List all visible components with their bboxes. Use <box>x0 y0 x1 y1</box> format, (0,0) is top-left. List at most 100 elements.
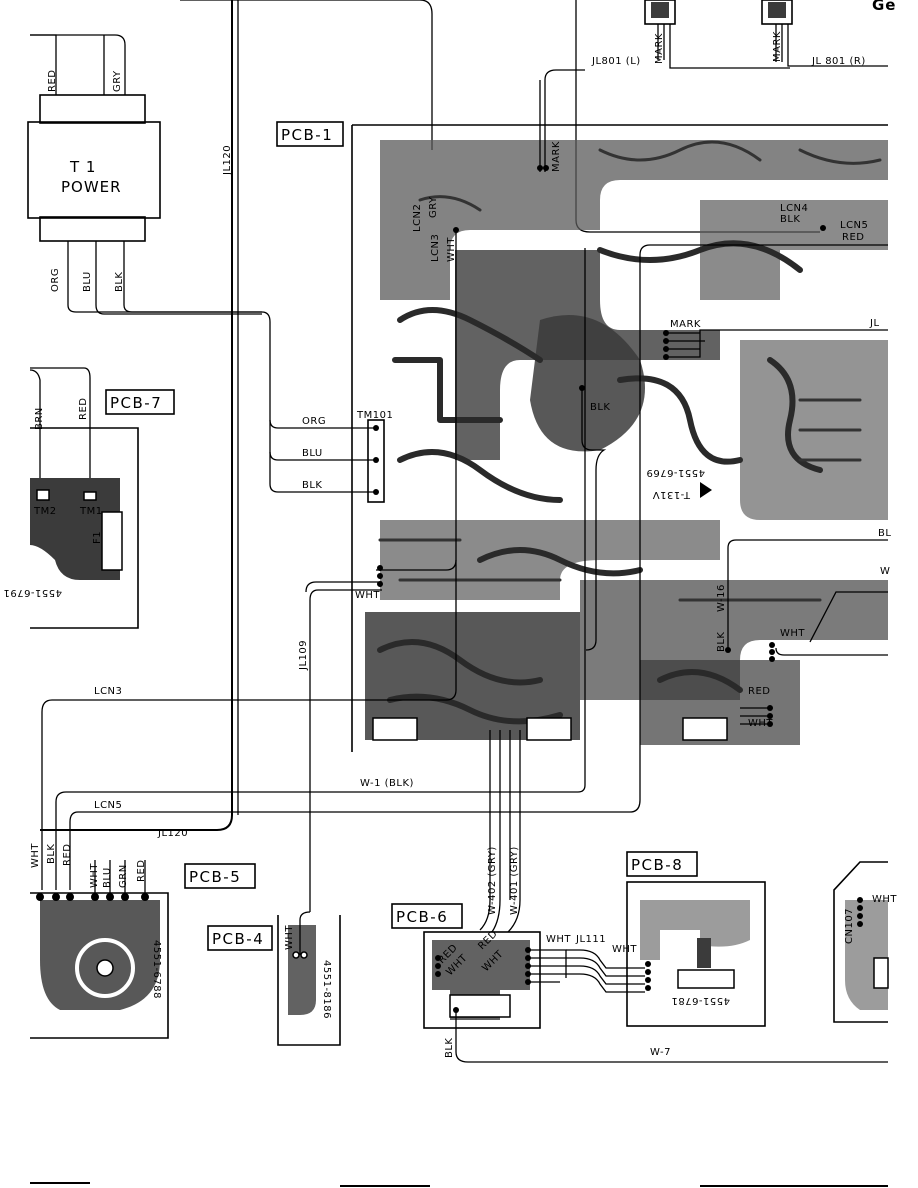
svg-text:JL109: JL109 <box>298 640 309 671</box>
lcn5-run: LCN5 JL120 <box>69 799 641 890</box>
transformer-role: POWER <box>61 178 122 196</box>
mark-connector-pins <box>663 329 888 360</box>
lcn5-label-board: LCN5 <box>840 220 868 231</box>
tm101-power-wires: ORG BLU BLK <box>269 416 375 493</box>
svg-text:BLK: BLK <box>590 402 611 413</box>
w402-label: W-402 (GRY) <box>487 846 498 915</box>
page-header-fragment: Ge <box>872 0 897 14</box>
lcn2-label: LCN2 <box>412 204 423 232</box>
jl120-wire: JL120 <box>40 0 239 831</box>
svg-text:BLK: BLK <box>444 1038 455 1059</box>
svg-text:WHT: WHT <box>284 925 295 950</box>
pcb7-lead-red: RED <box>78 398 89 420</box>
svg-text:W-7: W-7 <box>650 1047 671 1058</box>
pcb8-board: PCB-8 WHT 4551-6781 <box>612 851 766 1027</box>
tm101-label: TM101 <box>356 410 393 421</box>
pcb1-board-mark: T-131V <box>652 489 691 500</box>
svg-text:WHT: WHT <box>30 843 41 868</box>
svg-text:WHT: WHT <box>780 628 805 639</box>
primary-lead-red: RED <box>47 70 58 92</box>
w16-label: W-16 <box>716 584 727 612</box>
mark-feed-wire <box>575 0 820 233</box>
pcb5-title: PCB-5 <box>189 868 241 886</box>
pcb6-title: PCB-6 <box>396 908 448 926</box>
jl111-label: JL111 <box>575 934 606 945</box>
svg-text:WHT: WHT <box>446 237 457 262</box>
svg-text:BL: BL <box>878 528 891 539</box>
tm2-label: TM2 <box>33 506 57 517</box>
svg-text:RED: RED <box>62 844 73 866</box>
svg-text:BLU: BLU <box>102 867 113 888</box>
svg-text:BLK: BLK <box>716 632 727 653</box>
pcb1-board: PCB-1 4551-6769 T-131V TM101 <box>276 121 888 752</box>
jl801-right-connector: MARK JL 801 (R) <box>761 0 888 67</box>
svg-text:W-1 (BLK): W-1 (BLK) <box>360 778 414 789</box>
w401-label: W-401 (GRY) <box>509 846 520 915</box>
pcb7-board: PCB-7 BRN RED TM2 TM1 F1 4551-6791 <box>3 367 175 629</box>
pcb4-board-code: 4551-8186 <box>321 960 332 1019</box>
primary-lead-gry: GRY <box>112 70 123 92</box>
pcb7-lead-brn: BRN <box>34 407 45 430</box>
svg-text:WHT: WHT <box>612 944 637 955</box>
lcn4-label: LCN4 <box>780 203 808 214</box>
mark-harness-wire <box>539 69 585 172</box>
svg-text:LCN3: LCN3 <box>94 686 122 697</box>
svg-text:BLK: BLK <box>302 480 323 491</box>
jl-partial-label: JL <box>869 318 880 329</box>
svg-text:BLK: BLK <box>780 214 801 225</box>
svg-text:BLK: BLK <box>46 844 57 865</box>
pcb4-board: PCB-4 WHT 4551-8186 <box>207 911 341 1046</box>
jl111-wire <box>562 949 645 993</box>
svg-text:W: W <box>880 566 890 577</box>
jl109-wire: JL109 <box>298 581 382 912</box>
w1-blk-wire: W-1 (BLK) <box>55 778 586 890</box>
f1-label: F1 <box>92 531 103 544</box>
jl801-left-label: JL801 (L) <box>591 56 641 67</box>
pcb7-board-code: 4551-6791 <box>3 587 62 598</box>
jl801-left-connector: MARK JL801 (L) <box>591 0 790 69</box>
lcn3-wire: LCN3 <box>41 560 457 890</box>
svg-text:BLU: BLU <box>302 448 323 459</box>
svg-text:WHT: WHT <box>89 863 100 888</box>
lcn2-feed-wire <box>180 0 433 150</box>
jl120-bottom-label: JL120 <box>157 828 188 839</box>
blk-internal-wire <box>581 388 607 651</box>
w401-w402-wires: W-402 (GRY) W-401 (GRY) <box>479 730 521 933</box>
svg-text:WHT: WHT <box>546 934 571 945</box>
svg-text:GRN: GRN <box>118 864 129 888</box>
pcb8-title: PCB-8 <box>631 856 683 874</box>
pcb5-board: PCB-5 WHT BLK RED WHT BLU GRN RED 4551-6… <box>30 843 256 1039</box>
pcb1-board-code: 4551-6769 <box>646 467 705 478</box>
cn107-label: CN107 <box>844 908 855 944</box>
tm1-label: TM1 <box>79 506 103 517</box>
cn107-board: CN107 WHT <box>833 861 897 1023</box>
svg-text:RED: RED <box>748 686 770 697</box>
secondary-lead-blk: BLK <box>114 272 125 293</box>
lcn3-label-board: LCN3 <box>430 234 441 262</box>
svg-text:MARK: MARK <box>670 319 701 330</box>
svg-text:ORG: ORG <box>302 416 326 427</box>
w7-wire: W-7 <box>455 1010 888 1063</box>
svg-text:MARK: MARK <box>772 31 783 62</box>
svg-text:WHT: WHT <box>872 894 897 905</box>
pcb6-board: PCB-6 RED WHT RED WHT BLK WHT JL111 <box>391 903 606 1059</box>
secondary-lead-org: ORG <box>50 268 61 292</box>
secondary-lead-blu: BLU <box>82 271 93 292</box>
pcb1-title: PCB-1 <box>281 126 333 144</box>
pcb5-board-code: 4551-6788 <box>151 940 162 999</box>
transformer-name: T 1 <box>69 158 96 176</box>
svg-text:WHT: WHT <box>355 590 380 601</box>
svg-text:JL120: JL120 <box>222 145 233 176</box>
svg-text:MARK: MARK <box>654 33 665 64</box>
lcn5-wire <box>639 244 888 800</box>
pcb4-title: PCB-4 <box>212 930 264 948</box>
jl801-right-label: JL 801 (R) <box>811 56 866 67</box>
svg-text:RED: RED <box>842 232 864 243</box>
pcb7-title: PCB-7 <box>110 394 162 412</box>
pcb8-board-code: 4551-6781 <box>671 995 730 1006</box>
svg-text:RED: RED <box>136 860 147 882</box>
svg-text:MARK: MARK <box>551 141 562 172</box>
w16-right-wiring <box>725 539 888 727</box>
transformer-t1: T 1 POWER RED GRY ORG BLU BLK <box>27 34 375 429</box>
